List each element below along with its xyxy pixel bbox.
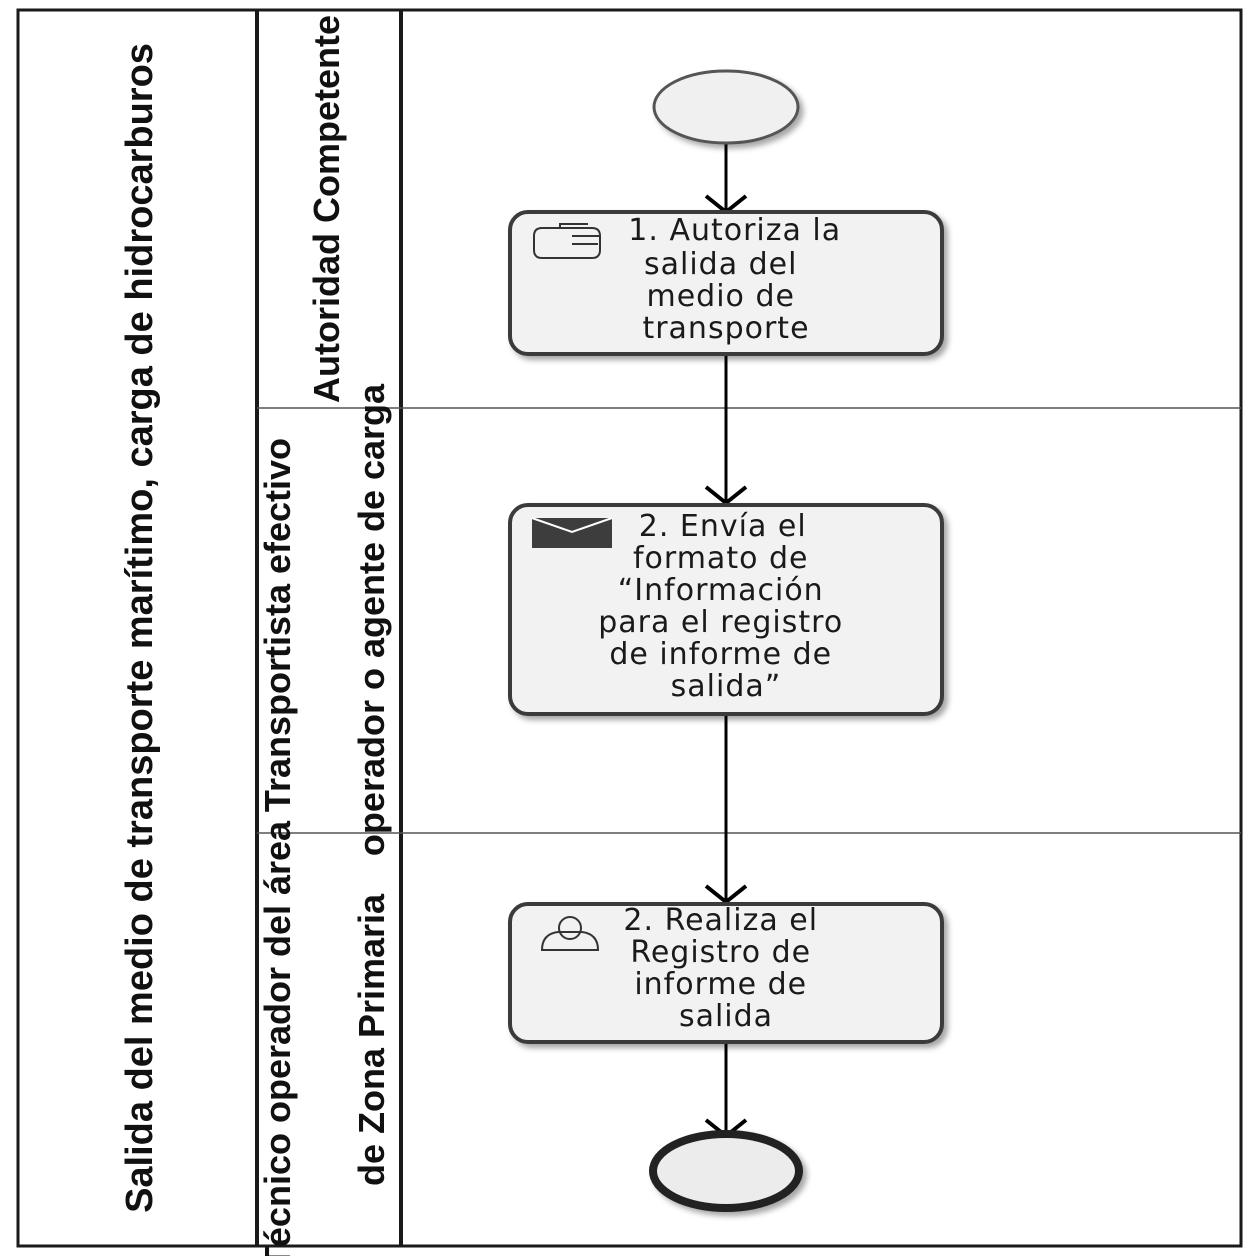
start-event[interactable]	[652, 69, 800, 145]
envelope-icon	[531, 517, 613, 548]
lane-title-transportista: Transportista efectivo operador o agente…	[257, 383, 392, 856]
task-realiza-registro[interactable]: 2. Realiza el Registro de informe de sal…	[508, 902, 944, 1044]
lane-title-autoridad: Autoridad Competente	[306, 15, 347, 403]
lane-title-tecnico: Técnico operador del área de Zona Primar…	[257, 811, 392, 1256]
task-2-label: 2. Envía el formato de “Información para…	[598, 509, 854, 704]
task-autoriza-salida[interactable]: 1. Autoriza la salida del medio de trans…	[508, 210, 944, 356]
pool-title: Salida del medio de transporte marítimo,…	[119, 43, 161, 1213]
end-event[interactable]	[649, 1130, 803, 1212]
task-1-label: 1. Autoriza la salida del medio de trans…	[628, 213, 851, 346]
manual-task-icon	[533, 223, 601, 259]
user-icon	[540, 916, 600, 951]
task-envia-formato[interactable]: 2. Envía el formato de “Información para…	[508, 503, 944, 716]
task-3-label: 2. Realiza el Registro de informe de sal…	[623, 903, 828, 1034]
